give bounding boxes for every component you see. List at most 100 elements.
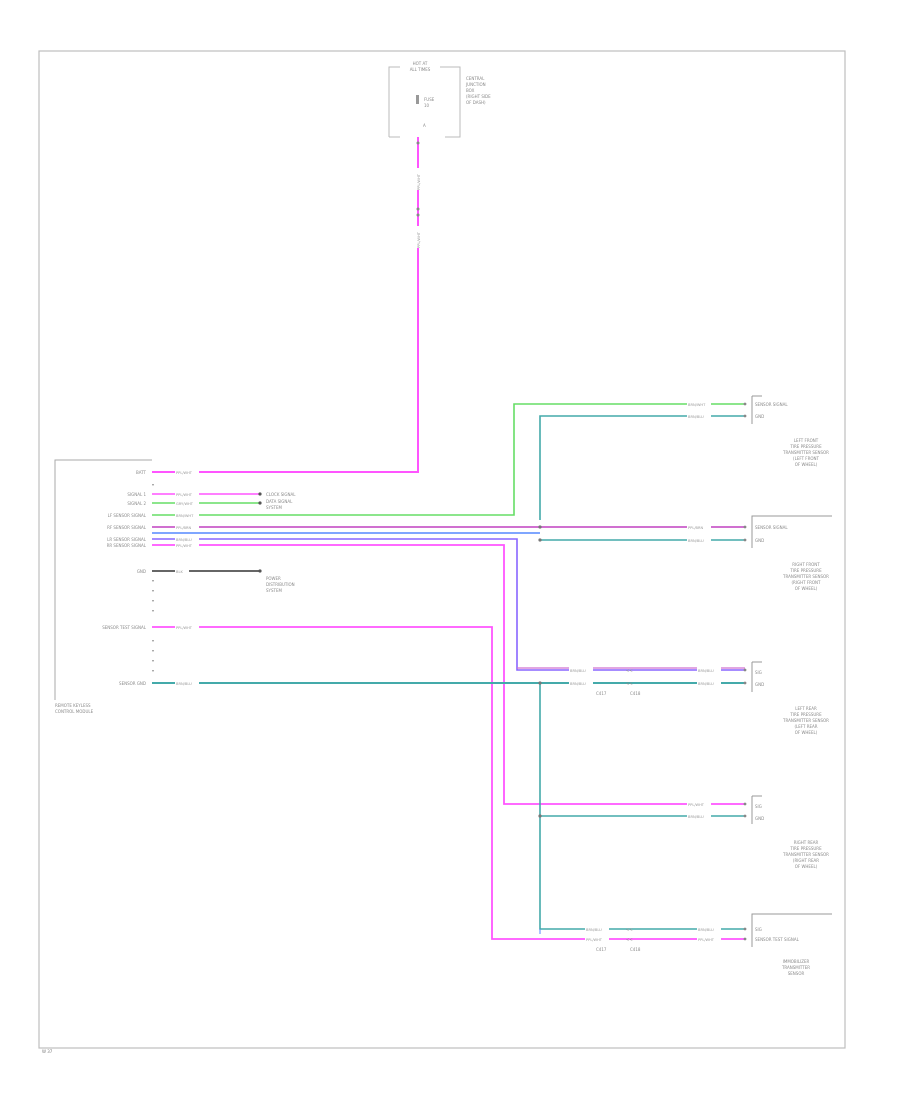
lf-pin-sig: SENSOR SIGNAL [755,402,788,407]
connector-dot [416,141,420,145]
wl-rr-gnd: BRN/BLU [688,815,704,819]
gnd-ref-1: POWER [266,576,281,581]
fuse-box-header-2: ALL TIMES [410,67,431,72]
pin-ticks [152,484,154,672]
lr-name-2: TIRE PRESSURE [789,712,822,717]
wl-rr-sig: PPL/WHT [688,803,705,807]
wl-sig1: PPL/WHT [176,493,193,497]
splice-c417-b: C417 [596,947,607,952]
wl-test: PPL/WHT [176,626,193,630]
connector-dot [416,207,420,211]
pin-sensor-gnd: SENSOR GND [119,681,146,686]
wl-imm-sig-b: BRN/BLU [698,928,714,932]
lf-name-1: LEFT FRONT [794,438,819,443]
splice-c418-a: C418 [630,691,641,696]
pin-lr-signal: LR SENSOR SIGNAL [107,537,147,542]
imm-pin-test: SENSOR TEST SIGNAL [755,937,800,942]
jb-text-5: OF DASH) [466,100,486,105]
gnd-ref-3: SYSTEM [266,588,282,593]
vertical-wire-text-1: PPL/WHT [417,173,421,190]
diagram-code: W 37 [42,1049,53,1054]
module-name-2: CONTROL MODULE [55,709,94,714]
vertical-wire-text-2: PPL/WHT [417,231,421,248]
lr-name-1: LEFT REAR [795,706,817,711]
wl-lr-sig-a: BRN/BLU [570,669,586,673]
conn-imm-sig: << [626,927,633,932]
imm-name-2: TRANSMITTER [781,965,810,970]
lr-name-5: OF WHEEL) [795,730,818,735]
wl-lr-sig-b: BRN/BLU [698,669,714,673]
sensor-right-rear: SIG GND RIGHT REAR TIRE PRESSURE TRANSMI… [751,795,829,869]
wl-sig2: GRY/WHT [176,502,194,506]
rf-name-2: TIRE PRESSURE [789,568,822,573]
imm-name-3: SENSOR [788,971,805,976]
module-box: REMOTE KEYLESS CONTROL MODULE BATT SIGNA… [54,459,154,714]
splice-dot [258,569,262,573]
jb-text-1: CENTRAL [466,76,485,81]
sig-ref-2: DATA SIGNAL [266,499,293,504]
fuse-label: FUSE [424,97,435,102]
wl-lf-gnd: BRN/BLU [688,415,704,419]
wl-lr-gnd-b: BRN/BLU [698,682,714,686]
pin-sensor-test: SENSOR TEST SIGNAL [102,625,147,630]
wire-test-signal [152,626,745,940]
rf-name-5: OF WHEEL) [795,586,818,591]
connector-dot [416,213,420,217]
vertical-wire-label: PPL/WHT PPL/WHT [414,168,422,248]
jb-text-2: JUNCTION [465,82,486,87]
pin-rf-signal: RF SENSOR SIGNAL [107,525,147,530]
wl-rf-gnd: BRN/BLU [688,539,704,543]
wl-lf-sig: BRN/WHT [688,403,706,407]
rf-pin-sig: SENSOR SIGNAL [755,525,788,530]
rr-name-5: OF WHEEL) [795,864,818,869]
pin-rr-signal: RR SENSOR SIGNAL [107,543,147,548]
pin-lf-signal: LF SENSOR SIGNAL [108,513,147,518]
lf-pin-gnd: GND [755,414,764,419]
lf-name-4: (LEFT FRONT [793,456,819,461]
sensor-right-front: SENSOR SIGNAL GND RIGHT FRONT TIRE PRESS… [751,515,832,591]
fuse-icon [416,95,419,104]
pin-signal-2: SIGNAL 2 [127,501,146,506]
rf-name-1: RIGHT FRONT [792,562,820,567]
wire-lf-gnd [539,415,745,520]
splice-dot [258,501,262,505]
lf-name-5: OF WHEEL) [795,462,818,467]
sensor-left-front: SENSOR SIGNAL GND LEFT FRONT TIRE PRESSU… [751,395,829,467]
jb-text-4: (RIGHT SIDE [466,94,491,99]
wl-rf: PPL/BRN [176,526,192,530]
rr-pin-sig: SIG [755,804,762,809]
wl-imm-test-b: PPL/WHT [698,938,715,942]
imm-pin-sig: SIG [755,927,762,932]
rf-name-3: TRANSMITTER SENSOR [782,574,829,579]
wire-lr-signal [152,538,745,671]
inline-connectors: << << C417 C418 << << C417 C418 [596,668,641,952]
sig-ref-1: CLOCK SIGNAL [266,492,296,497]
sig-ref-3: SYSTEM [266,505,282,510]
module-name-1: REMOTE KEYLESS [55,703,91,708]
rr-name-3: TRANSMITTER SENSOR [782,852,829,857]
lf-name-3: TRANSMITTER SENSOR [782,450,829,455]
wire-imm-gnd [539,816,745,930]
module-wire-labels: PPL/WHT PPL/WHT GRY/WHT BRN/WHT PPL/BRN … [175,469,199,686]
diagram-border [38,50,846,1049]
lr-pin-gnd: GND [755,682,764,687]
splice-dot [258,492,262,496]
splice-c418-b: C418 [630,947,641,952]
conn-lr-sig: << [626,668,633,673]
ground-system-ref: POWER DISTRIBUTION SYSTEM [266,576,295,593]
fuse-pin: A [423,123,426,128]
rr-pin-gnd: GND [755,816,764,821]
fuse-box-header-1: HOT AT [413,61,428,66]
pin-gnd: GND [137,569,146,574]
sensor-immobilizer: SIG SENSOR TEST SIGNAL IMMOBILIZER TRANS… [751,913,832,976]
lr-name-4: (LEFT REAR [794,724,817,729]
wl-imm-test-a: PPL/WHT [586,938,603,942]
splice-dot [538,525,542,529]
wl-lf: BRN/WHT [176,514,194,518]
rf-pin-gnd: GND [755,538,764,543]
sensor-terminals [743,402,747,941]
splice-dot [538,681,542,685]
fuse-amp: 10 [424,103,430,108]
lf-name-2: TIRE PRESSURE [789,444,822,449]
